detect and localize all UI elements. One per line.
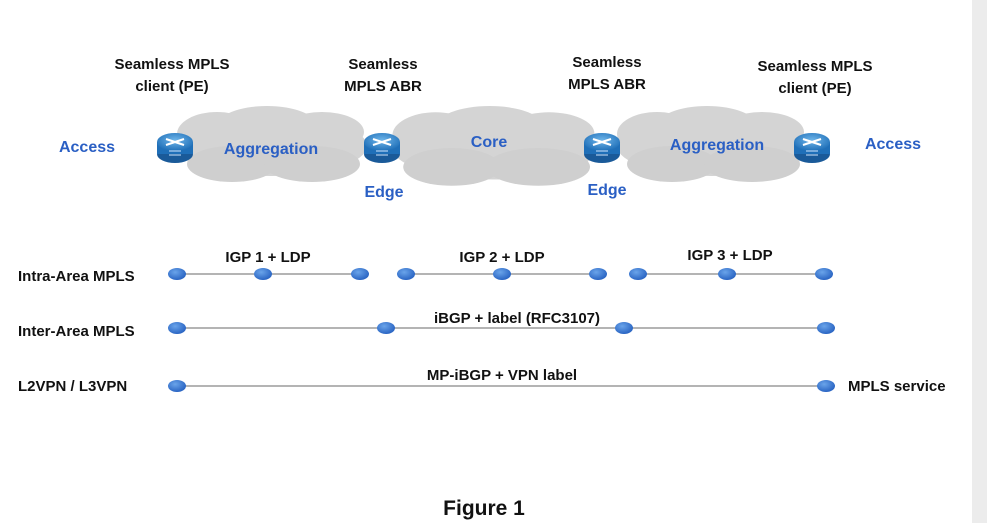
node-dot	[377, 322, 395, 334]
router-icon	[583, 132, 621, 164]
node-dot	[493, 268, 511, 280]
mpls-service-label: MPLS service	[848, 378, 946, 395]
pe-right-label: Seamless MPLS	[757, 58, 872, 75]
pe-left-label: client (PE)	[135, 78, 208, 95]
node-dot	[629, 268, 647, 280]
core-label: Core	[471, 134, 508, 151]
aggregation-left-label: Aggregation	[224, 141, 318, 158]
edge-left-label: Edge	[364, 184, 403, 201]
node-dot	[351, 268, 369, 280]
router-icon	[363, 132, 401, 164]
node-dot	[815, 268, 833, 280]
node-dot	[254, 268, 272, 280]
abr-left-label: Seamless	[348, 56, 417, 73]
node-dot	[718, 268, 736, 280]
router-icon	[156, 132, 194, 164]
router-icon	[793, 132, 831, 164]
ibgp-label: iBGP + label (RFC3107)	[434, 310, 600, 327]
node-dot	[397, 268, 415, 280]
edge-right-label: Edge	[587, 182, 626, 199]
igp2-label: IGP 2 + LDP	[459, 249, 544, 266]
node-dot	[168, 268, 186, 280]
node-dot	[168, 322, 186, 334]
access-right-label: Access	[865, 136, 921, 153]
inter-area-label: Inter-Area MPLS	[18, 323, 135, 340]
node-dot	[168, 380, 186, 392]
figure-caption: Figure 1	[443, 497, 525, 520]
access-left-label: Access	[59, 139, 115, 156]
aggregation-right-label: Aggregation	[670, 137, 764, 154]
pe-right-label: client (PE)	[778, 80, 851, 97]
intra-area-label: Intra-Area MPLS	[18, 268, 135, 285]
node-dot	[817, 322, 835, 334]
abr-right-label: MPLS ABR	[568, 76, 646, 93]
node-dot	[615, 322, 633, 334]
abr-left-label: MPLS ABR	[344, 78, 422, 95]
node-dot	[817, 380, 835, 392]
igp3-label: IGP 3 + LDP	[687, 247, 772, 264]
igp1-label: IGP 1 + LDP	[225, 249, 310, 266]
vpn-row-label: L2VPN / L3VPN	[18, 378, 127, 395]
abr-right-label: Seamless	[572, 54, 641, 71]
right-edge-panel	[972, 0, 987, 523]
pe-left-label: Seamless MPLS	[114, 56, 229, 73]
node-dot	[589, 268, 607, 280]
mp-ibgp-label: MP-iBGP + VPN label	[427, 367, 577, 384]
